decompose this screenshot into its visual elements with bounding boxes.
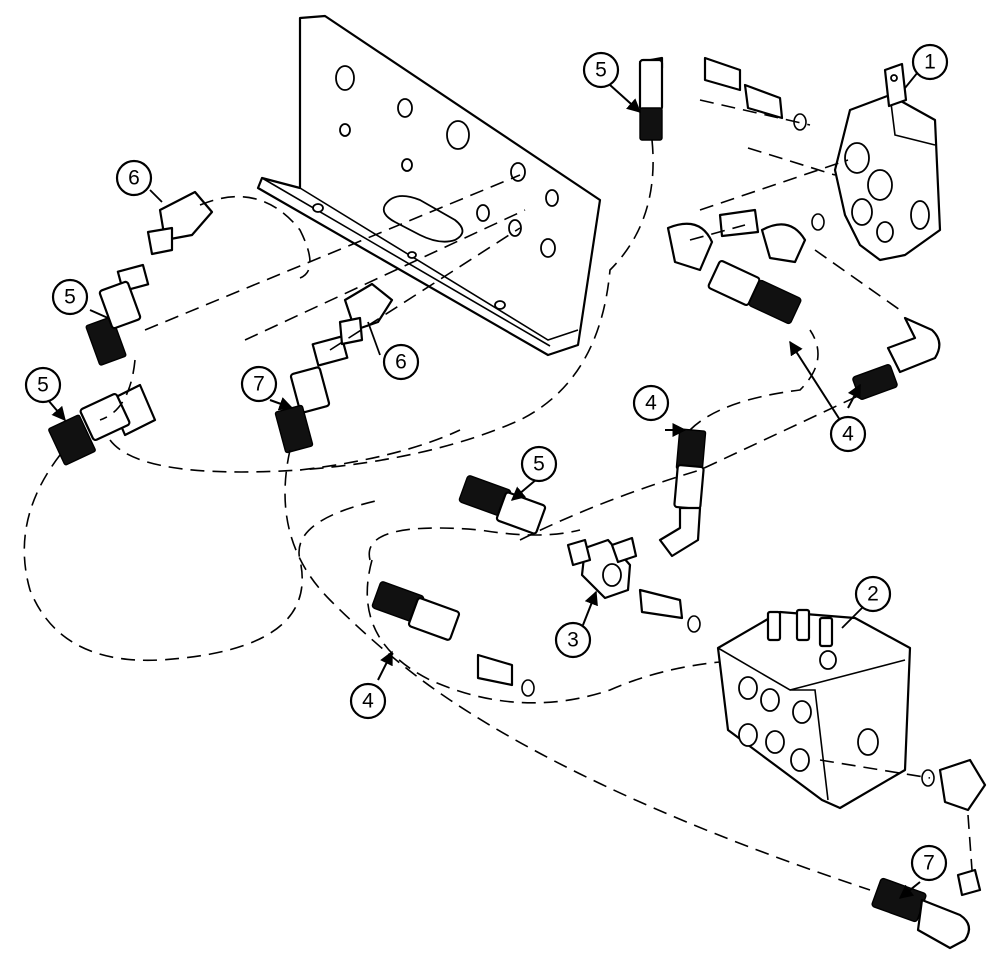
callout-5-middle: 5	[520, 445, 558, 483]
tee-fitting	[566, 536, 638, 600]
leaders	[47, 71, 921, 899]
svg-text:5: 5	[37, 374, 49, 397]
svg-text:4: 4	[842, 423, 854, 446]
control-valve-top	[833, 62, 942, 262]
callout-6-middle: 6	[382, 343, 420, 381]
callout-2: 2	[854, 575, 892, 613]
callout-5-top: 5	[582, 51, 620, 89]
svg-text:7: 7	[923, 852, 935, 875]
mounting-bracket	[256, 14, 602, 357]
svg-text:2: 2	[867, 583, 879, 606]
fittings	[146, 56, 987, 897]
control-valve-lower	[716, 608, 912, 810]
callout-5-left-upper: 5	[51, 278, 89, 316]
callout-6-upper: 6	[115, 159, 153, 197]
svg-text:5: 5	[533, 453, 545, 476]
svg-text:5: 5	[64, 286, 76, 309]
svg-text:6: 6	[128, 167, 140, 190]
callout-4-right: 4	[829, 415, 867, 453]
callout-4-lower: 4	[349, 682, 387, 720]
callout-1: 1	[911, 43, 949, 81]
callout-4-middle: 4	[632, 384, 670, 422]
svg-text:3: 3	[567, 629, 579, 652]
callout-7-upper: 7	[240, 365, 278, 403]
svg-text:4: 4	[645, 392, 657, 415]
callout-7-lower: 7	[910, 844, 948, 882]
svg-text:1: 1	[924, 51, 936, 74]
svg-text:7: 7	[253, 373, 265, 396]
routing-lines	[23, 99, 973, 891]
callout-3: 3	[554, 621, 592, 659]
svg-text:4: 4	[362, 690, 374, 713]
svg-text:6: 6	[395, 351, 407, 374]
callout-5-left-lower: 5	[24, 366, 62, 404]
svg-text:5: 5	[595, 59, 607, 82]
hoses	[48, 56, 971, 950]
